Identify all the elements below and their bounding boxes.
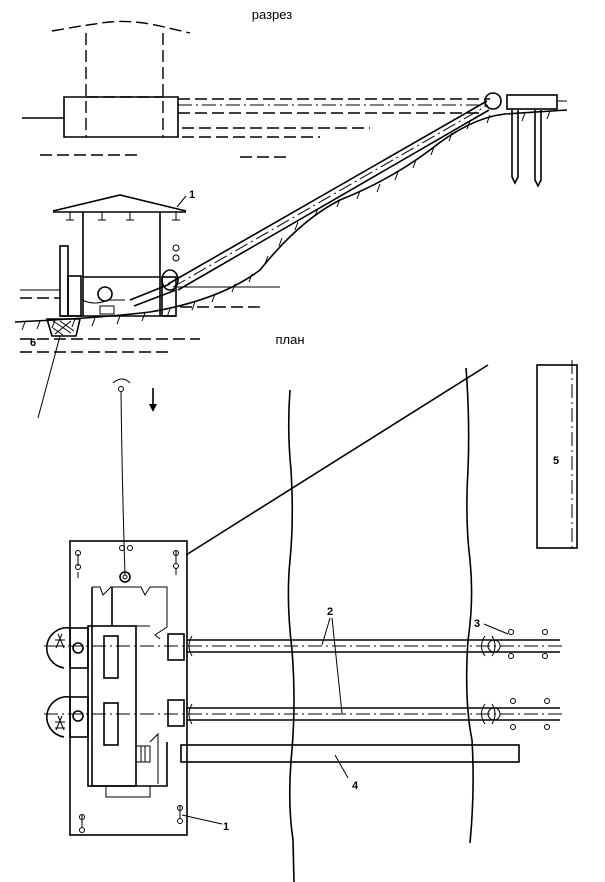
callout-1-plan: 1 xyxy=(223,821,229,833)
reservoir-box xyxy=(536,360,578,552)
pump-station-plan xyxy=(46,540,188,836)
pipelines-plan xyxy=(44,629,565,730)
callout-1-section: 1 xyxy=(189,189,195,201)
water-level-lines xyxy=(20,286,280,353)
leader-1-section xyxy=(176,195,187,208)
floating-pump-station xyxy=(37,194,187,419)
section-title: разрез xyxy=(252,7,292,22)
shore-slope xyxy=(14,109,568,331)
pipe-supports xyxy=(508,629,550,730)
shore-pier xyxy=(484,92,567,188)
callout-2: 2 xyxy=(327,606,333,618)
riverbank-lines xyxy=(287,367,474,882)
flow-direction-arrow xyxy=(149,388,157,412)
plan-title: план xyxy=(275,332,304,347)
leaders-plan xyxy=(181,617,509,825)
walkway-bar xyxy=(180,744,520,763)
high-water-level-lines xyxy=(40,98,490,158)
anchor-cable xyxy=(112,378,131,576)
callout-4: 4 xyxy=(352,780,359,792)
callout-3: 3 xyxy=(474,618,480,630)
section-link-line xyxy=(185,364,489,556)
callout-5: 5 xyxy=(553,455,559,467)
high-water-station-outline xyxy=(22,20,191,138)
callout-6: 6 xyxy=(30,337,36,349)
pressure-pipeline-section xyxy=(129,100,490,307)
